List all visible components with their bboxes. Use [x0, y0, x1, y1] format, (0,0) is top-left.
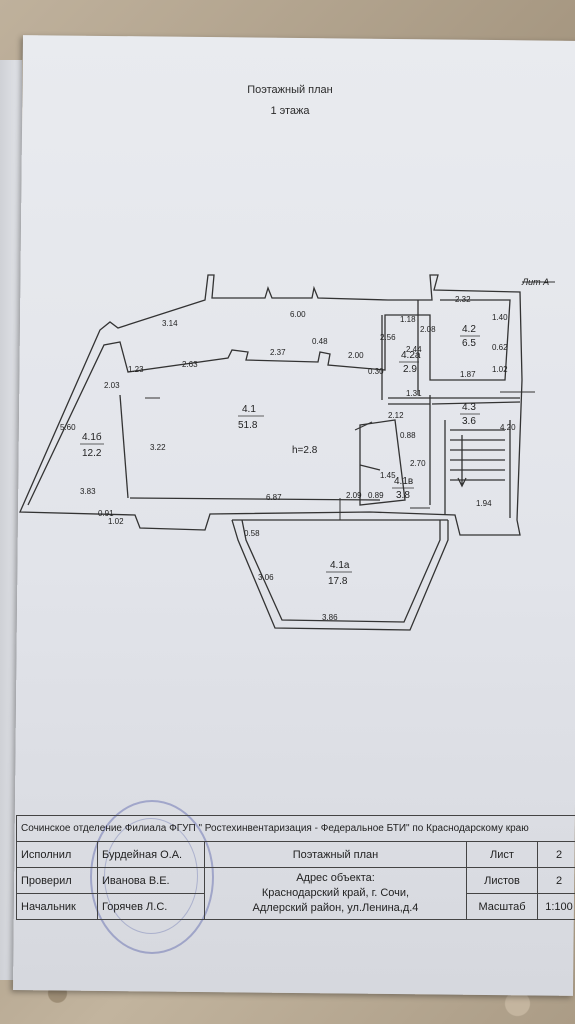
height-label: h=2.8: [292, 445, 318, 456]
address-region: Краснодарский край, г. Сочи,: [261, 887, 410, 899]
plan-title-line2: 1 этажа: [270, 105, 310, 117]
dim-label: 3.86: [322, 613, 338, 622]
room-area: 12.2: [82, 448, 102, 459]
dim-label: 1.18: [400, 315, 416, 324]
dim-label: 2.09: [346, 491, 362, 500]
dim-label: 0.30: [368, 367, 384, 376]
dim-label: 1.23: [128, 365, 144, 374]
room-area: 2.9: [403, 364, 417, 375]
dim-label: 1.02: [492, 365, 508, 374]
dim-label: 0.88: [400, 431, 416, 440]
dim-label: 0.58: [244, 529, 260, 538]
room-id: 4.1в: [394, 476, 413, 487]
dim-label: 2.00: [348, 351, 364, 360]
room-id: 4.2а: [401, 350, 421, 361]
organization-name: Сочинское отделение Филиала ФГУП " Росте…: [16, 815, 575, 842]
plan-title-line1: Поэтажный план: [247, 84, 333, 96]
outer-wall: [19, 274, 523, 536]
dim-label: 0.48: [312, 337, 328, 346]
dim-label: 2.12: [388, 411, 404, 420]
dim-label: 1.31: [406, 389, 422, 398]
room-area: 6.5: [462, 338, 476, 349]
dim-label: 1.87: [460, 370, 476, 379]
room-area: 51.8: [238, 420, 258, 431]
title-block: Сочинское отделение Филиала ФГУП " Росте…: [16, 815, 575, 920]
role-head: Начальник: [16, 893, 98, 920]
dim-label: 2.44: [406, 345, 422, 354]
sheets-value: 2: [537, 867, 575, 894]
role-executor: Исполнил: [16, 841, 98, 868]
plan-title: Поэтажный план 1 этажа: [220, 80, 360, 122]
dim-label: 6.00: [290, 310, 306, 319]
dim-label: 1.94: [476, 499, 492, 508]
scale-value: 1:100: [537, 893, 575, 920]
room-area: 3.8: [396, 490, 410, 501]
dim-label: 0.89: [368, 491, 384, 500]
room-id: 4.3: [462, 402, 476, 413]
scale-label: Масштаб: [466, 893, 538, 920]
name-executor: Бурдейная О.А.: [97, 841, 205, 868]
room-id: 4.1а: [330, 560, 350, 571]
inner-wall: [27, 299, 511, 506]
room-id: 4.1: [242, 404, 256, 415]
dim-label: 3.14: [162, 319, 178, 328]
name-head: Горячев Л.С.: [97, 893, 205, 920]
document-type: Поэтажный план: [204, 841, 467, 868]
dim-label: 2.63: [182, 360, 198, 369]
dim-label: 2.70: [410, 459, 426, 468]
name-checker: Иванова В.Е.: [97, 867, 205, 894]
dim-label: 2.56: [380, 333, 396, 342]
sheet-value: 2: [537, 841, 575, 868]
dim-label: 5.60: [60, 423, 76, 432]
room-area: 17.8: [328, 576, 348, 587]
sheet-label: Лист: [466, 841, 538, 868]
dim-label: 3.83: [80, 487, 96, 496]
dim-label: 4.20: [500, 423, 516, 432]
object-address: Адрес объекта: Краснодарский край, г. Со…: [204, 867, 467, 920]
dim-label: 3.22: [150, 443, 166, 452]
room-area: 3.6: [462, 416, 476, 427]
dim-label: 2.32: [455, 295, 471, 304]
dim-label: 2.03: [104, 381, 120, 390]
sheets-label: Листов: [466, 867, 538, 894]
dim-label: 3.06: [258, 573, 274, 582]
dim-label: 6.87: [266, 493, 282, 502]
room-id: 4.2: [462, 324, 476, 335]
role-checker: Проверил: [16, 867, 98, 894]
address-street: Адлерский район, ул.Ленина,д.4: [252, 902, 419, 914]
room-id: 4.1б: [82, 431, 102, 443]
lit-label: Лит А: [521, 277, 549, 287]
dim-label: 2.08: [420, 325, 436, 334]
dim-label: 0.62: [492, 343, 508, 352]
dim-label: 1.02: [108, 517, 124, 526]
address-label: Адрес объекта:: [296, 872, 375, 884]
dim-label: 2.37: [270, 348, 286, 357]
dim-label: 1.45: [380, 471, 396, 480]
dim-label: 0.91: [98, 509, 114, 518]
dim-label: 1.40: [492, 313, 508, 322]
